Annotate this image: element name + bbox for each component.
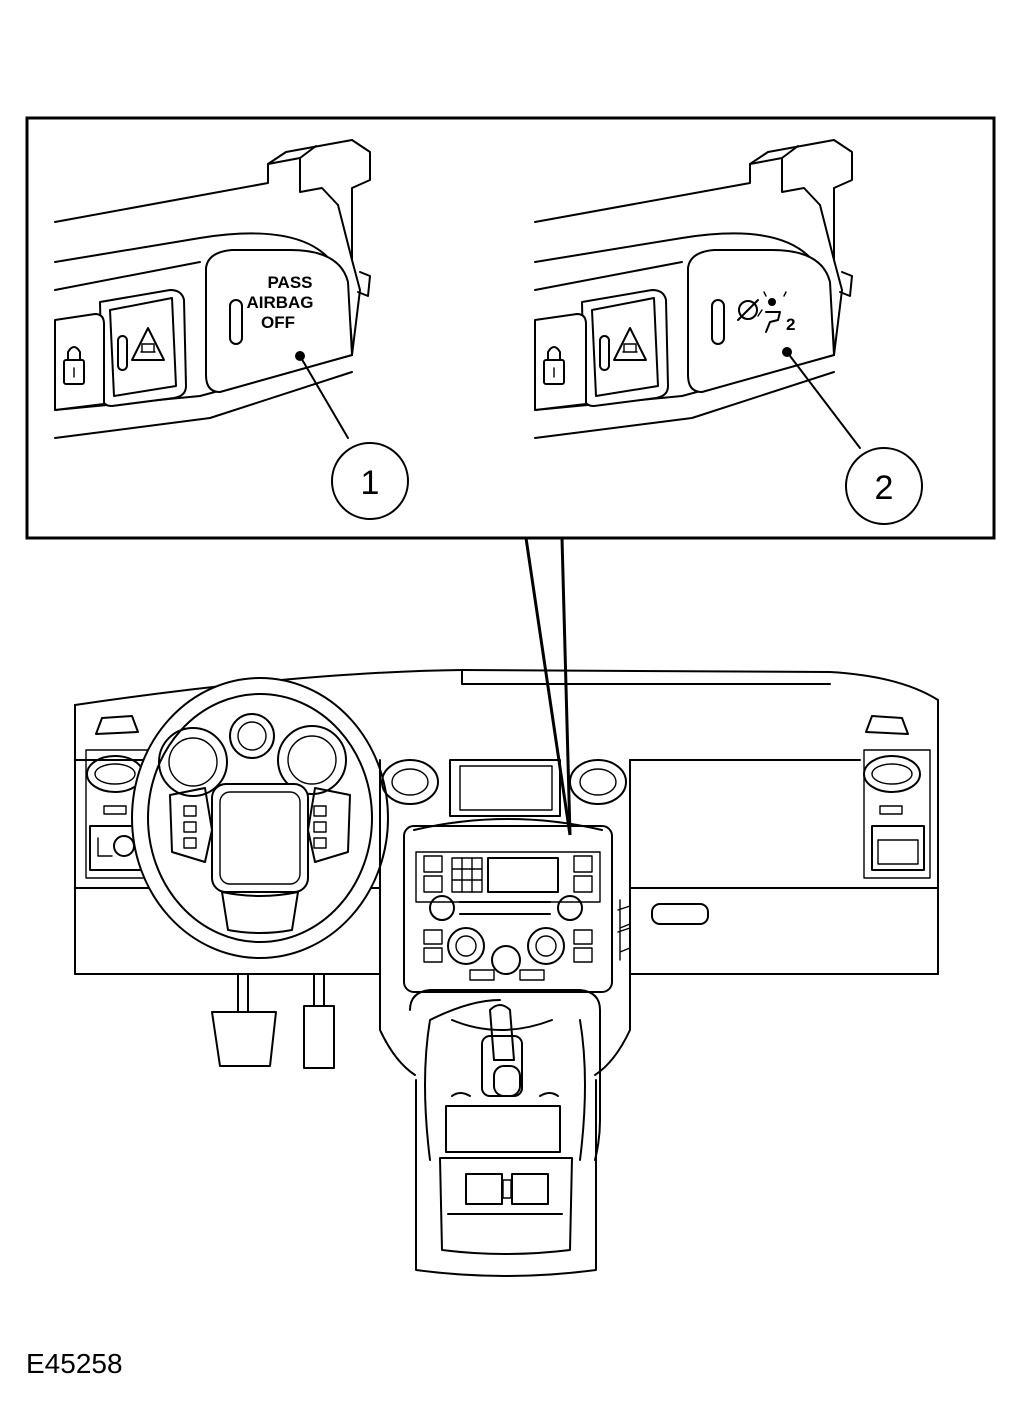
detail-leader-line [562, 538, 570, 835]
brake-pedal [212, 1012, 276, 1066]
hazard-warning-icon [614, 328, 646, 360]
switch-panel-variant-2: 2 2 [535, 140, 922, 524]
callout-2-number: 2 [875, 469, 894, 507]
callout-1-number: 1 [361, 464, 380, 502]
climate-knob-left [448, 928, 484, 964]
airbag-off-symbol-icon [738, 292, 786, 332]
climate-knob-right [528, 928, 564, 964]
floor-console [410, 990, 600, 1160]
padlock-icon [544, 347, 564, 384]
figure-reference-id: E45258 [26, 1348, 123, 1379]
hazard-warning-icon [132, 328, 164, 360]
off-label: OFF [261, 313, 295, 332]
airbag-label: AIRBAG [246, 293, 313, 312]
detail-leader-line [526, 538, 570, 835]
seat-number-label: 2 [786, 315, 795, 334]
centre-console-stack [404, 826, 612, 992]
accelerator-pedal [304, 1006, 334, 1068]
navigation-screen [450, 760, 560, 816]
indicator-led-1 [230, 300, 242, 344]
detail-frame [27, 118, 994, 538]
switch-panel-variant-1: PASS AIRBAG OFF 1 [55, 140, 408, 519]
pass-label: PASS [267, 273, 312, 292]
callout-1-circle [332, 443, 408, 519]
indicator-led-2 [712, 300, 724, 344]
padlock-icon [64, 347, 84, 384]
dashboard-overview [75, 670, 938, 1276]
callout-2-circle [846, 448, 922, 524]
volume-knob [430, 896, 454, 920]
